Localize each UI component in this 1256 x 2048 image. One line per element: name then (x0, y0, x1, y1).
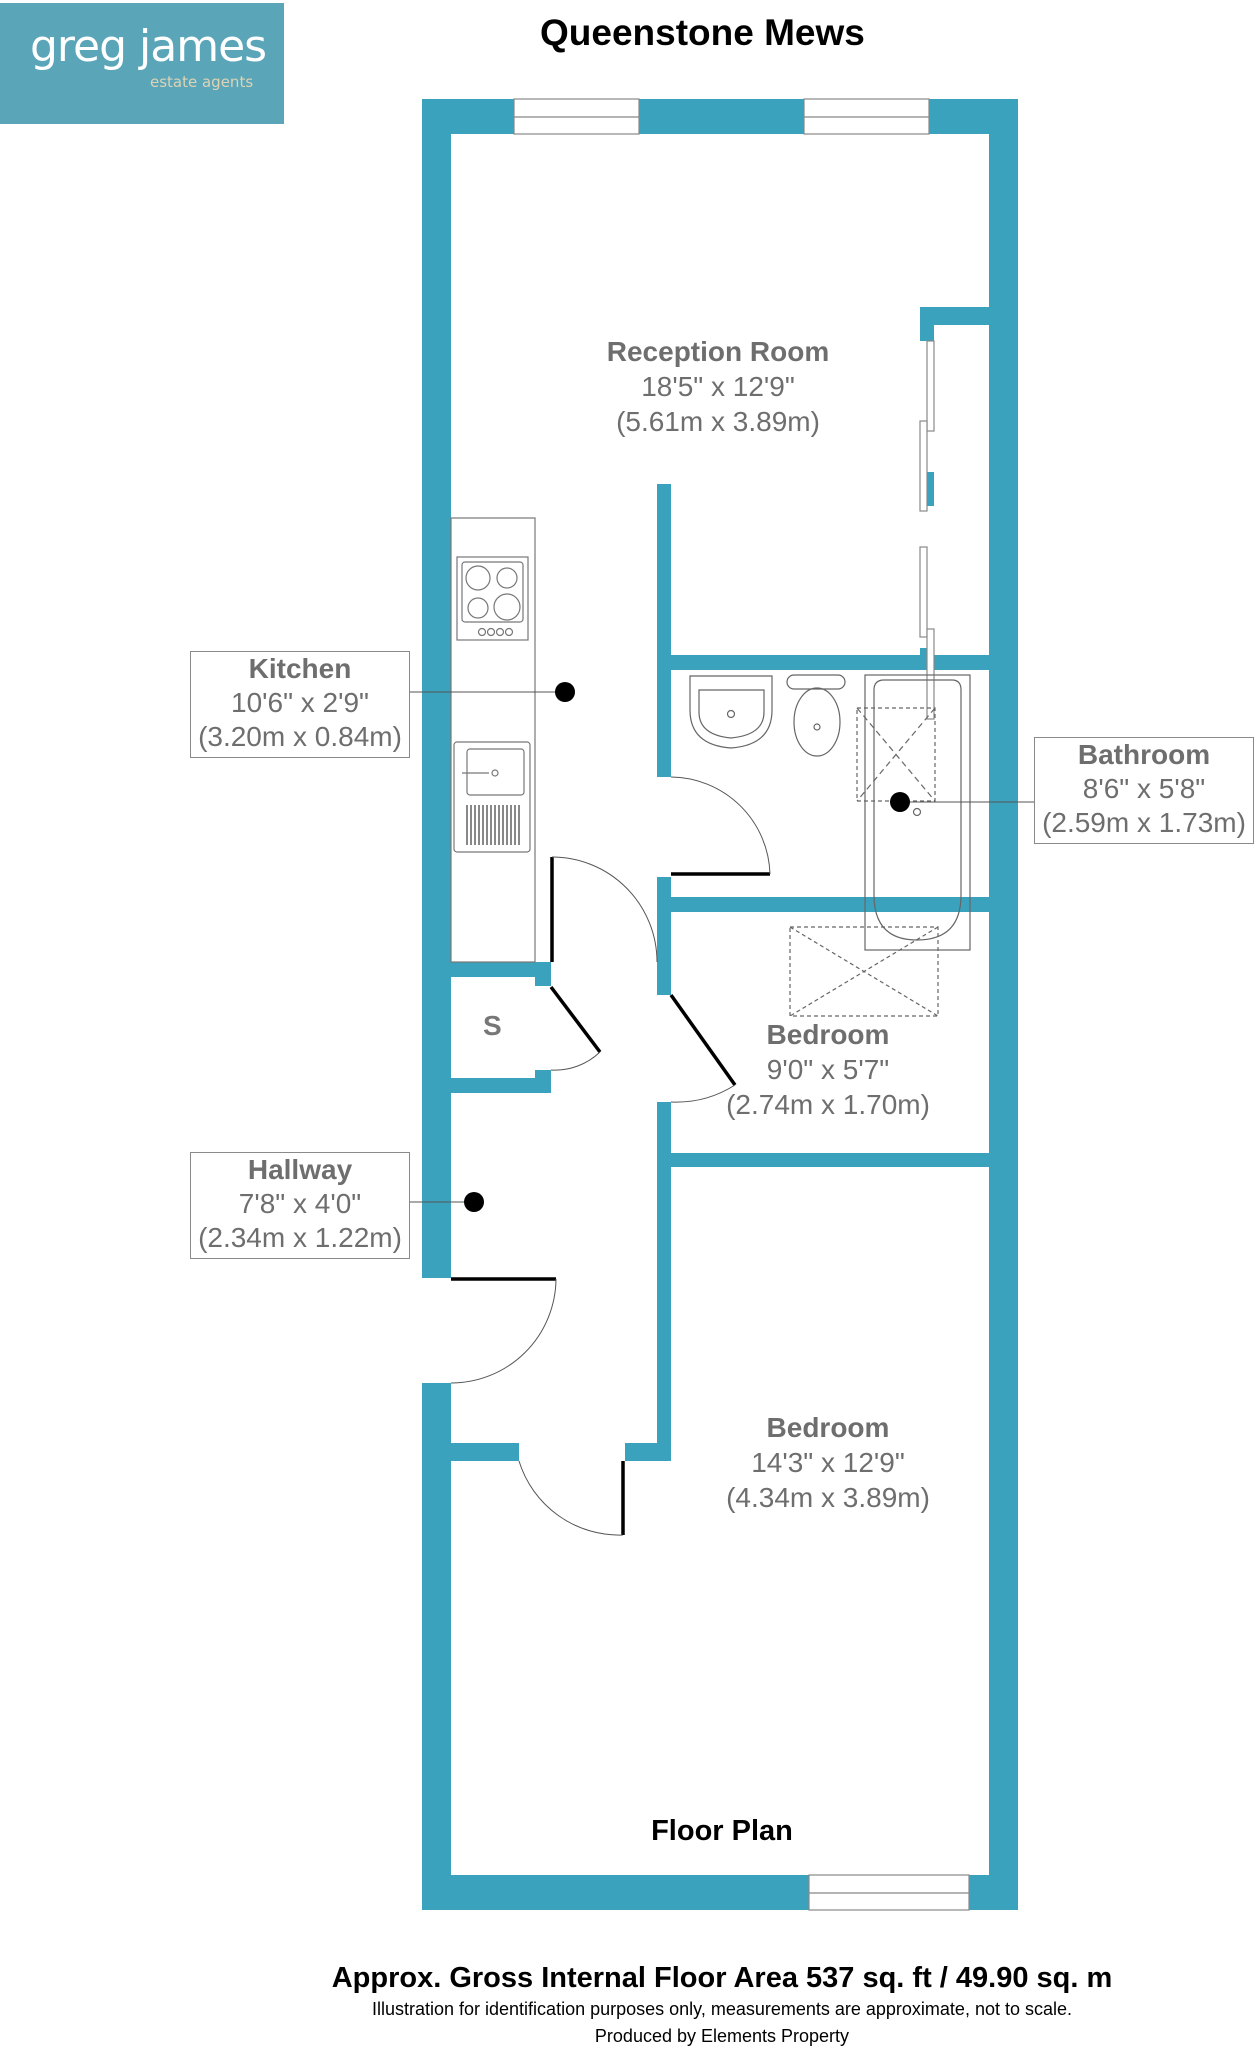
callout-bathroom: Bathroom 8'6" x 5'8" (2.59m x 1.73m) (1034, 737, 1254, 844)
room-label-bedroom-large: Bedroom 14'3" x 12'9" (4.34m x 3.89m) (726, 1410, 930, 1515)
room-name: Bedroom (766, 1019, 890, 1050)
room-name: Hallway (247, 1154, 353, 1185)
company-logo: greg james estate agents (0, 3, 284, 124)
bathroom-fixtures (689, 674, 971, 951)
room-dimensions-imperial: 9'0" x 5'7" (766, 1054, 890, 1085)
room-label-reception: Reception Room 18'5" x 12'9" (5.61m x 3.… (607, 334, 829, 439)
room-name: Reception Room (606, 336, 830, 367)
room-dimensions-metric: (5.61m x 3.89m) (616, 406, 820, 437)
room-dimensions-imperial: 10'6" x 2'9" (231, 687, 369, 718)
windows (513, 98, 970, 1911)
room-dimensions-imperial: 7'8" x 4'0" (238, 1188, 362, 1219)
room-dimensions-metric: (2.34m x 1.22m) (198, 1222, 402, 1253)
room-dimensions-metric: (4.34m x 3.89m) (726, 1482, 930, 1513)
callout-kitchen: Kitchen 10'6" x 2'9" (3.20m x 0.84m) (190, 651, 410, 758)
floor-area-summary: Approx. Gross Internal Floor Area 537 sq… (331, 1962, 1113, 1994)
room-name: Kitchen (248, 653, 352, 684)
room-name: Bathroom (1077, 739, 1211, 770)
callout-leaders (410, 682, 1034, 1212)
logo-tagline: estate agents (150, 73, 254, 91)
disclaimer-text: Illustration for identification purposes… (371, 1999, 1073, 2019)
room-dimensions-imperial: 14'3" x 12'9" (751, 1447, 905, 1478)
callout-hallway: Hallway 7'8" x 4'0" (2.34m x 1.22m) (190, 1152, 410, 1259)
room-label-bedroom-small: Bedroom 9'0" x 5'7" (2.74m x 1.70m) (726, 1017, 930, 1122)
room-dimensions-metric: (2.74m x 1.70m) (726, 1089, 930, 1120)
room-dimensions-imperial: 8'6" x 5'8" (1082, 773, 1206, 804)
logo-name: greg james (30, 21, 267, 72)
doors (450, 776, 771, 1536)
room-dimensions-metric: (2.59m x 1.73m) (1042, 807, 1246, 838)
storage-label: S (483, 1010, 502, 1041)
skylight-outline (789, 926, 939, 1017)
kitchen-fixtures (450, 517, 536, 963)
room-dimensions-metric: (3.20m x 0.84m) (198, 721, 402, 752)
floor-plan-title: Floor Plan (651, 1815, 793, 1847)
room-name: Bedroom (766, 1412, 890, 1443)
property-title: Queenstone Mews (540, 12, 865, 53)
producer-credit: Produced by Elements Property (594, 2026, 850, 2046)
room-dimensions-imperial: 18'5" x 12'9" (641, 371, 795, 402)
